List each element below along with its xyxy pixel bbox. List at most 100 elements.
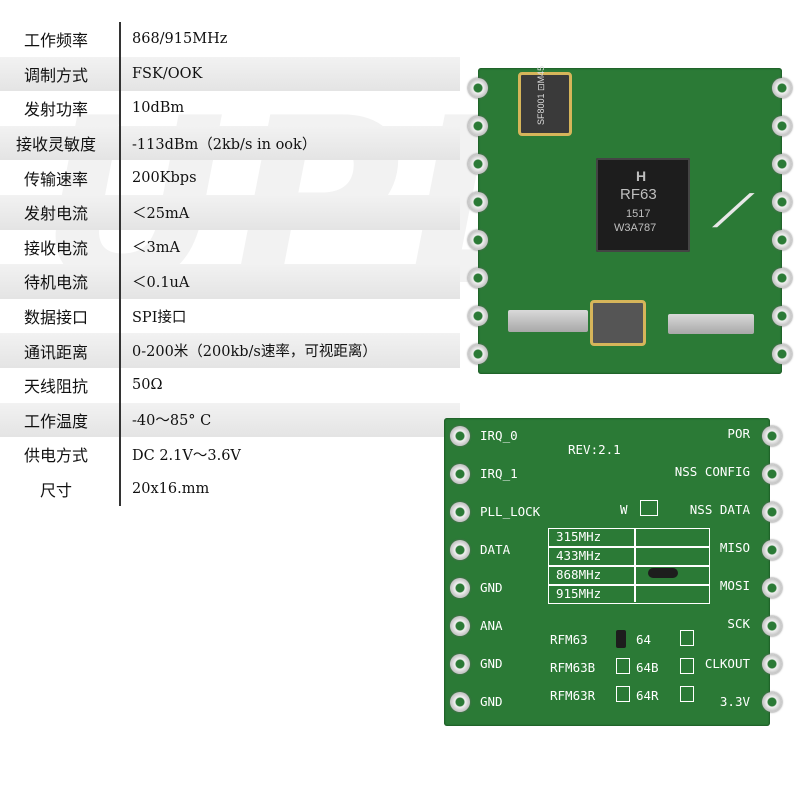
frequency-table-rule: [548, 584, 710, 586]
spec-label: 天线阻抗: [23, 377, 88, 397]
spec-value: 868/915MHz: [132, 31, 228, 48]
pin-pad: [468, 116, 488, 136]
shield-pad: [508, 310, 588, 332]
variant-box: [680, 630, 694, 646]
pin-pad: [450, 578, 470, 598]
pin-pad: [450, 616, 470, 636]
frequency-option: 433MHz: [556, 548, 602, 563]
pin-label: SCK: [727, 616, 750, 631]
spec-row: 接收灵敏度 -113dBm（2kb/s in ook）: [0, 125, 460, 161]
chip-model: RF63: [620, 186, 657, 203]
pin-pad: [772, 230, 792, 250]
pin-label: NSS DATA: [689, 502, 750, 517]
variant-box: [680, 658, 694, 674]
pin-pad: [762, 692, 782, 712]
pin-pad: [468, 230, 488, 250]
revision-label: REV:2.1: [568, 442, 621, 457]
spec-value: -40～85° C: [132, 413, 212, 430]
spec-value: SPI接口: [132, 309, 187, 326]
pin-pad: [772, 78, 792, 98]
spec-label: 接收电流: [23, 238, 88, 258]
pin-pad: [762, 540, 782, 560]
spec-value: ＜3mA: [132, 240, 180, 257]
pin-pad: [450, 464, 470, 484]
pin-pad: [450, 502, 470, 522]
spec-value: 200Kbps: [132, 169, 197, 186]
model-label: RFM63B: [550, 660, 596, 675]
frequency-option: 315MHz: [556, 529, 602, 544]
chip-logo: H: [636, 168, 647, 184]
variant-label: 64B: [636, 660, 659, 675]
spec-row: 工作温度 -40～85° C: [0, 402, 460, 438]
variant-box: [680, 686, 694, 702]
spec-row: 接收电流 ＜3mA: [0, 230, 460, 265]
model-label: RFM63: [550, 632, 588, 647]
pin-pad: [762, 616, 782, 636]
spec-row: 天线阻抗 50Ω: [0, 368, 460, 403]
spec-row: 尺寸 20x16.mm: [0, 472, 460, 507]
pin-pad: [762, 464, 782, 484]
crystal-oscillator: [590, 300, 646, 346]
pin-label: CLKOUT: [704, 656, 750, 671]
pin-label: IRQ_1: [480, 466, 518, 481]
w-label: W: [620, 502, 628, 517]
pin-pad: [468, 78, 488, 98]
spec-value: FSK/OOK: [132, 65, 203, 82]
frequency-marker: [648, 568, 678, 578]
spec-value: 10dBm: [132, 100, 185, 117]
spec-value: -113dBm（2kb/s in ook）: [132, 136, 317, 153]
pin-pad: [772, 306, 792, 326]
pin-pad: [468, 306, 488, 326]
spec-row: 传输速率 200Kbps: [0, 160, 460, 195]
pin-label: ANA: [480, 618, 503, 633]
spec-value: ＜25mA: [132, 205, 190, 222]
variant-label: 64R: [636, 688, 659, 703]
pin-pad: [762, 502, 782, 522]
spec-label: 接收灵敏度: [15, 135, 96, 155]
model-label: RFM63R: [550, 688, 596, 703]
model-marker: [616, 630, 626, 648]
pin-pad: [450, 692, 470, 712]
spec-label: 尺寸: [39, 481, 72, 501]
pin-pad: [762, 578, 782, 598]
pin-label: PLL_LOCK: [480, 504, 541, 519]
pin-label: NSS CONFIG: [674, 464, 750, 479]
spec-value: DC 2.1V～3.6V: [132, 447, 241, 464]
spec-label: 工作温度: [23, 411, 88, 431]
rf-ic: H RF63 1517 W3A787: [596, 158, 690, 252]
pin-label: GND: [480, 580, 503, 595]
module-back-photo: IRQ_0 IRQ_1 PLL_LOCK DATA GND ANA GND GN…: [444, 418, 782, 726]
pin-pad: [762, 654, 782, 674]
pin-pad: [772, 154, 792, 174]
pin-pad: [772, 116, 792, 136]
spec-value: 50Ω: [132, 377, 163, 394]
table-divider: [119, 22, 121, 506]
pin-pad: [772, 344, 792, 364]
spec-row: 数据接口 SPI接口: [0, 299, 460, 334]
model-box: [616, 686, 630, 702]
spec-label: 调制方式: [23, 65, 88, 85]
pin-label: IRQ_0: [480, 428, 518, 443]
spec-row: 调制方式 FSK/OOK: [0, 56, 460, 92]
spec-label: 数据接口: [23, 308, 88, 328]
w-jumper-box: [640, 500, 658, 516]
module-front-photo: SF8001 ⊡M45 H RF63 1517 W3A787 ⟋: [468, 65, 792, 374]
saw-filter-text: SF8001 ⊡M45: [536, 65, 546, 125]
spec-value: ＜0.1uA: [132, 274, 190, 291]
spec-label: 工作频率: [23, 31, 88, 51]
variant-label: 64: [636, 632, 652, 647]
spec-value: 20x16.mm: [132, 481, 210, 498]
pin-pad: [772, 268, 792, 288]
pin-pad: [468, 192, 488, 212]
pin-pad: [450, 654, 470, 674]
spec-label: 传输速率: [23, 169, 88, 189]
pin-pad: [468, 268, 488, 288]
pin-pad: [450, 540, 470, 560]
pin-pad: [772, 192, 792, 212]
frequency-option: 915MHz: [556, 586, 602, 601]
spec-row: 工作频率 868/915MHz: [0, 22, 460, 57]
frequency-table-rule: [548, 565, 710, 567]
